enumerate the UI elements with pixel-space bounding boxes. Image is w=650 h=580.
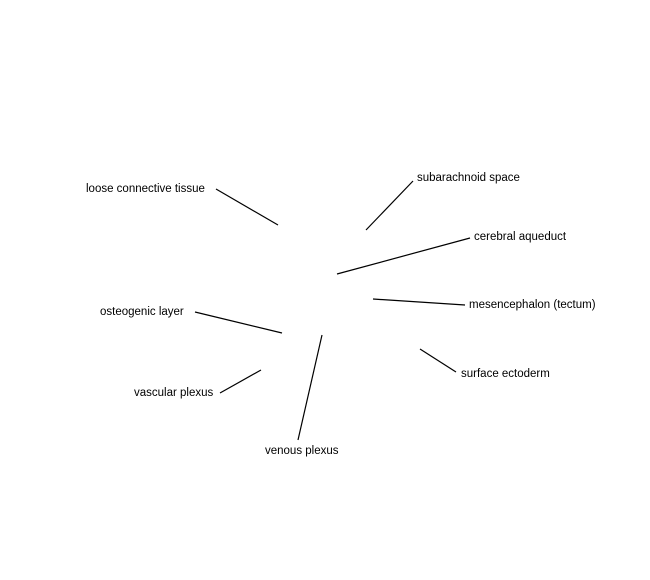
leader-line-mesencephalon-tectum — [372, 298, 466, 306]
leader-line-surface-ectoderm — [419, 348, 457, 373]
leader-line-osteogenic-layer — [194, 311, 283, 334]
leader-line-subarachnoid-space — [365, 180, 414, 231]
label-cerebral-aqueduct: cerebral aqueduct — [474, 231, 567, 243]
label-osteogenic-layer: osteogenic layer — [100, 306, 184, 318]
label-mesencephalon-tectum: mesencephalon (tectum) — [469, 299, 596, 311]
label-venous-plexus: venous plexus — [265, 445, 339, 457]
leader-line-loose-connective-tissue — [215, 188, 279, 226]
label-loose-connective-tissue: loose connective tissue — [86, 183, 205, 195]
leader-line-vascular-plexus — [219, 369, 262, 394]
label-surface-ectoderm: surface ectoderm — [461, 368, 550, 380]
label-subarachnoid-space: subarachnoid space — [417, 172, 520, 184]
leader-line-venous-plexus — [297, 334, 323, 441]
leader-line-cerebral-aqueduct — [336, 237, 471, 275]
label-vascular-plexus: vascular plexus — [134, 387, 214, 399]
